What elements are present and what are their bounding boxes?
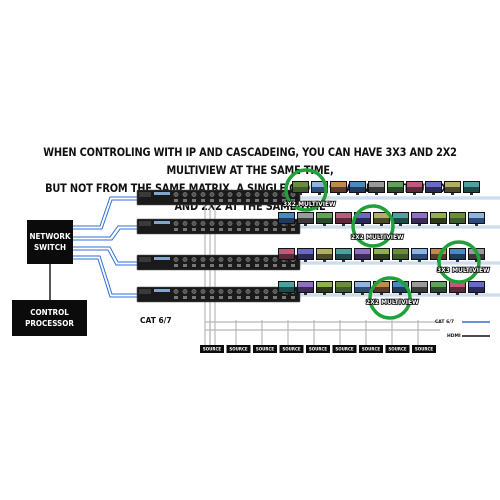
monitor bbox=[449, 248, 466, 262]
highlight-circle-2 bbox=[351, 204, 395, 248]
monitor bbox=[368, 181, 385, 195]
source-box: SOURCE bbox=[306, 345, 330, 353]
multiview-label-2: 2X2 MULTIVIEW bbox=[351, 234, 404, 241]
monitor bbox=[297, 212, 314, 226]
source-box: SOURCE bbox=[279, 345, 304, 353]
source-label: SOURCE bbox=[415, 347, 434, 352]
matrix-unit bbox=[136, 254, 301, 271]
monitor bbox=[411, 281, 428, 295]
source-box: SOURCE bbox=[200, 345, 224, 353]
monitor bbox=[335, 212, 352, 226]
monitor bbox=[316, 248, 333, 262]
control-processor-line-1: CONTROL bbox=[30, 308, 69, 317]
monitor bbox=[430, 212, 447, 226]
monitor bbox=[411, 248, 428, 262]
monitor bbox=[430, 281, 447, 295]
monitor bbox=[449, 281, 466, 295]
legend-label-cat: CAT 6/7 bbox=[435, 319, 454, 325]
monitor bbox=[468, 281, 485, 295]
monitor bbox=[449, 212, 466, 226]
monitor bbox=[406, 181, 423, 195]
monitor bbox=[316, 212, 333, 226]
monitor bbox=[373, 248, 390, 262]
monitor bbox=[335, 281, 352, 295]
monitor bbox=[373, 212, 390, 226]
legend: CAT 6/7 HDMI bbox=[435, 319, 490, 339]
source-label: SOURCE bbox=[362, 347, 381, 352]
monitor bbox=[292, 181, 309, 195]
source-label: SOURCE bbox=[282, 347, 301, 352]
monitor bbox=[463, 181, 480, 195]
monitor bbox=[411, 212, 428, 226]
monitor bbox=[278, 212, 295, 226]
multiview-label-3: 3X3 MULTIVIEW bbox=[437, 267, 490, 274]
source-label: SOURCE bbox=[203, 347, 222, 352]
monitor bbox=[425, 181, 442, 195]
monitor bbox=[392, 248, 409, 262]
monitor bbox=[316, 281, 333, 295]
control-processor: CONTROL PROCESSOR bbox=[12, 300, 87, 336]
source-row: SOURCE SOURCE SOURCE SOURCE SOURCE SOURCE SOUR… bbox=[200, 345, 436, 353]
monitor bbox=[297, 281, 314, 295]
source-label: SOURCE bbox=[256, 347, 275, 352]
monitor bbox=[335, 248, 352, 262]
source-label: SOURCE bbox=[388, 347, 407, 352]
monitor bbox=[278, 281, 295, 295]
source-box: SOURCE bbox=[412, 345, 436, 353]
network-switch: NETWORK SWITCH bbox=[27, 220, 73, 264]
source-box: SOURCE bbox=[385, 345, 410, 353]
source-box: SOURCE bbox=[253, 345, 277, 353]
cat-label: CAT 6/7 bbox=[140, 316, 172, 325]
source-box: SOURCE bbox=[332, 345, 357, 353]
matrix-unit bbox=[136, 286, 301, 303]
source-box: SOURCE bbox=[359, 345, 383, 353]
monitor bbox=[354, 281, 371, 295]
matrix-unit bbox=[136, 189, 301, 206]
source-label: SOURCE bbox=[229, 347, 248, 352]
control-processor-line-2: PROCESSOR bbox=[25, 319, 74, 328]
matrix-unit bbox=[136, 218, 301, 235]
monitor bbox=[468, 212, 485, 226]
source-label: SOURCE bbox=[309, 347, 328, 352]
monitor bbox=[387, 181, 404, 195]
network-switch-line-1: NETWORK bbox=[29, 232, 71, 241]
matrix-stack bbox=[136, 189, 301, 303]
monitor bbox=[349, 181, 366, 195]
highlight-circle-3 bbox=[437, 240, 481, 284]
network-switch-line-2: SWITCH bbox=[33, 243, 66, 252]
cat-lines bbox=[73, 196, 140, 298]
monitor bbox=[444, 181, 461, 195]
multiview-label-1: 3X2 MULTIVIEW bbox=[283, 201, 336, 208]
source-label: SOURCE bbox=[335, 347, 354, 352]
multiview-label-4: 2X2 MULTIVIEW bbox=[366, 299, 419, 306]
monitor bbox=[278, 248, 295, 262]
monitor bbox=[330, 181, 347, 195]
legend-label-hdmi: HDMI bbox=[447, 333, 461, 339]
source-box: SOURCE bbox=[226, 345, 251, 353]
multiview-highlights: 3X2 MULTIVIEW 2X2 MULTIVIEW 3X3 MULTIVIE… bbox=[282, 168, 491, 320]
monitor bbox=[297, 248, 314, 262]
monitor bbox=[354, 248, 371, 262]
highlight-circle-4 bbox=[368, 276, 412, 320]
monitor bbox=[392, 212, 409, 226]
highlight-circle-1 bbox=[284, 168, 328, 212]
